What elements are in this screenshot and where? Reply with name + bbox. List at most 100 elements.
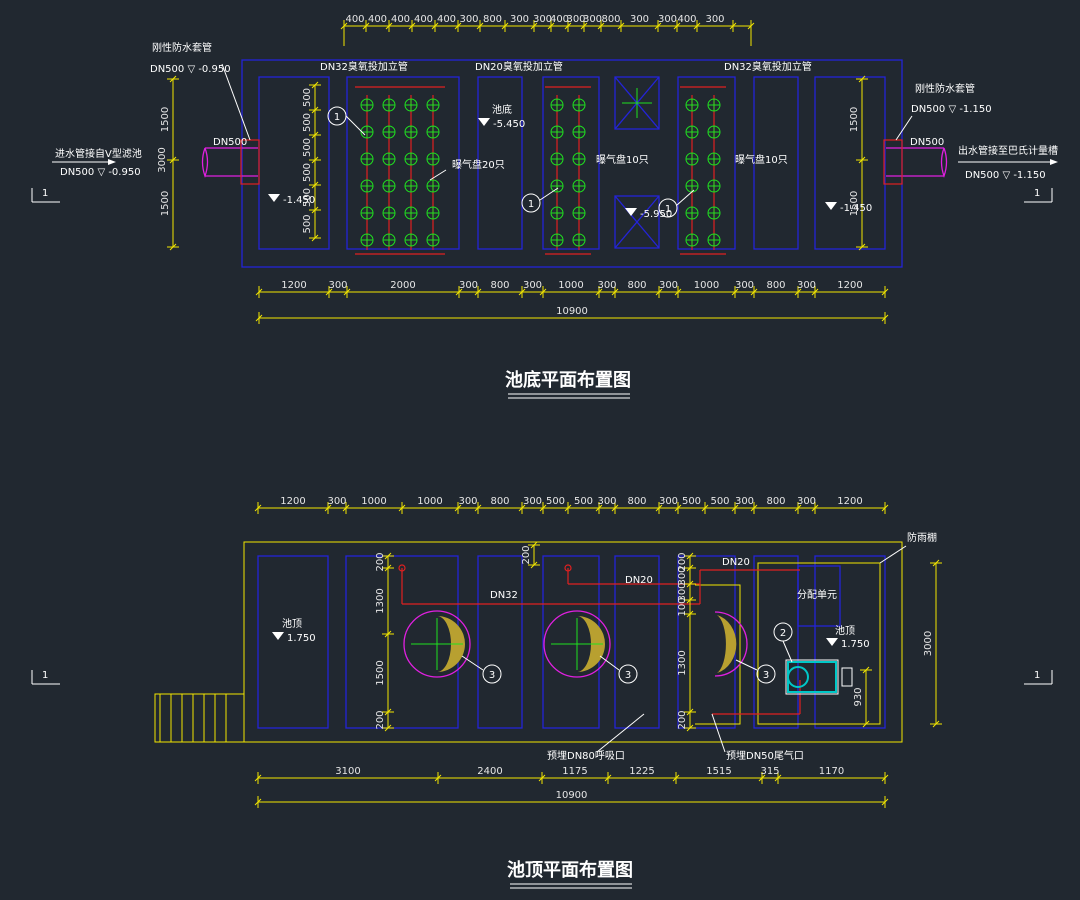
plan1-mark1-a: 1	[334, 112, 340, 123]
plan2-middim-label: 200	[677, 710, 688, 729]
plan2-leftdim-slash	[384, 564, 392, 572]
plan2-topdim-slash	[674, 504, 682, 512]
plan2-topdim-label: 500	[682, 496, 701, 507]
plan2-outer-wall	[243, 541, 903, 743]
plan1-botdim-label: 300	[328, 280, 347, 291]
plan1-botdim-label: 300	[459, 280, 478, 291]
plan1-topdim-slash	[501, 22, 509, 30]
plan1-botdim-label: 800	[490, 280, 509, 291]
plan2-mark3-a-circle	[482, 664, 502, 684]
plan1-innerdim-slash	[311, 156, 319, 164]
plan2-botdim-slash	[538, 774, 546, 782]
plan2-topdim-label: 800	[627, 496, 646, 507]
plan2-middim-slash	[686, 724, 694, 732]
plan2-mark3-b-leader	[599, 655, 620, 671]
plan1-title: 池底平面布置图	[505, 369, 631, 391]
plan1-botdim-label: 300	[797, 280, 816, 291]
plan1-botdim-slash	[794, 288, 802, 296]
plan2-middim-slash	[686, 552, 694, 560]
plan1-botdim-slash	[518, 288, 526, 296]
plan2-level-right-triangle	[826, 638, 838, 646]
plan1-botdim-slash	[255, 288, 263, 296]
plan2-topdim-label: 500	[574, 496, 593, 507]
plan1-level-bottom: -5.450	[493, 119, 525, 130]
plan2-middim-slash	[686, 564, 694, 572]
plan2-topdim-slash	[701, 504, 709, 512]
plan2-mark3-b-circle	[618, 664, 638, 684]
plan1-level-right-triangle	[825, 202, 837, 210]
plan1-inlet-arrowhead	[108, 159, 116, 165]
plan1-mark1-b: 1	[528, 199, 534, 210]
plan1-outlet-arrowhead	[1050, 159, 1058, 165]
plan1-innerdim-slash	[311, 206, 319, 214]
plan2-stair-outline	[154, 693, 245, 743]
plan2-hatch-a-ring	[403, 610, 471, 678]
plan1-botdim-label: 300	[735, 280, 754, 291]
plan2-topdim-slash	[254, 504, 262, 512]
plan2-topdim-label: 1200	[280, 496, 305, 507]
plan2-topdim-label: 300	[735, 496, 754, 507]
plan1-topdim-slash	[617, 22, 625, 30]
plan2-topdim-slash	[564, 504, 572, 512]
plan2-cell-4	[614, 555, 660, 729]
plan2-botdim-slash	[672, 774, 680, 782]
plan1-topdim-label: 300	[630, 14, 649, 25]
plan1-topdim-label: 300	[459, 14, 478, 25]
plan2-dim200-label: 200	[521, 545, 532, 564]
plan1-dn500-a: DN500	[213, 137, 247, 148]
plan2-cell-2	[477, 555, 523, 729]
plan1-topdim-slash	[476, 22, 484, 30]
plan2-canopy-left	[695, 584, 741, 725]
plan1-botdim-label: 1000	[558, 280, 583, 291]
plan1-botdim-label: 800	[627, 280, 646, 291]
plan2-level-right: 1.750	[841, 639, 870, 650]
plan2-topdim-slash	[539, 504, 547, 512]
plan1-level-left-triangle	[268, 194, 280, 202]
plan1-shaft-x4	[614, 195, 660, 249]
plan1-innerdim-slash	[311, 81, 319, 89]
plan1-rightdim-label: 1500	[849, 191, 860, 216]
plan2-pool-top-right: 池顶	[835, 624, 855, 637]
plan1-shaft-lower	[614, 195, 660, 249]
plan2-vent80-leader	[596, 713, 645, 753]
plan2-rightdim-slash	[932, 559, 940, 567]
plan2-dn20b: DN20	[722, 557, 750, 568]
plan2-mark3-c-leader	[735, 659, 758, 671]
plan2-topdim-label: 1000	[361, 496, 386, 507]
plan1-innerdim-label: 500	[302, 163, 313, 182]
plan1-cell-3	[542, 76, 600, 250]
plan2-botdim-slash	[758, 774, 766, 782]
plan2-dim930-slash	[862, 666, 870, 674]
plan1-rightdim-slash	[858, 243, 866, 251]
plan1-topdim-label: 300	[510, 14, 529, 25]
plan2-total-slash	[254, 798, 262, 806]
plan1-mark1-c: 1	[665, 204, 671, 215]
plan1-topdim-slash	[454, 22, 462, 30]
plan2-topdim-label: 300	[659, 496, 678, 507]
plan1-outlet-sleeve	[883, 139, 903, 185]
plan1-topdim-label: 300	[533, 14, 552, 25]
plan1-disc-20: 曝气盘20只	[452, 158, 505, 171]
plan2-botdim-slash	[604, 774, 612, 782]
plan2-botdim-label: 1175	[562, 766, 587, 777]
plan1-topdim-label: 300	[705, 14, 724, 25]
plan1-topdim-label: 400	[677, 14, 696, 25]
plan1-cell-2	[477, 76, 523, 250]
plan1-botdim-label: 300	[523, 280, 542, 291]
plan1-rightdim-label: 1500	[849, 107, 860, 132]
plan1-dn500-right-level: DN500 ▽ -1.150	[911, 104, 992, 115]
plan1-level-mid: -5.950	[640, 209, 672, 220]
plan1-topdim-slash	[654, 22, 662, 30]
plan1-botdim-label: 1000	[694, 280, 719, 291]
plan2-botdim-label: 1515	[706, 766, 731, 777]
plan1-innerdim-slash	[311, 181, 319, 189]
plan1-total-label: 10900	[556, 306, 588, 317]
plan1-cell-4	[677, 76, 736, 250]
plan2-vent80: 预埋DN80呼吸口	[547, 750, 625, 762]
plan1-botdim-label: 300	[659, 280, 678, 291]
plan1-leader-left	[221, 63, 251, 141]
plan1-botdim-slash	[674, 288, 682, 296]
plan1-disc-10b: 曝气盘10只	[735, 153, 788, 166]
